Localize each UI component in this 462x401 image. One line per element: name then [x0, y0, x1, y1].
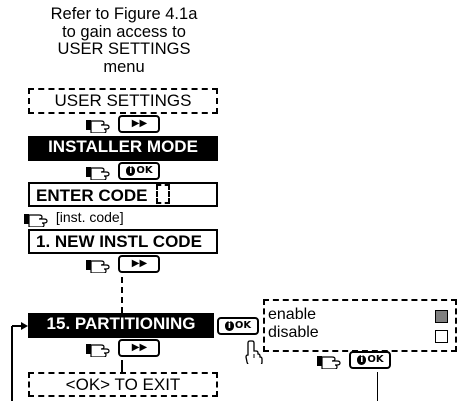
ok-to-exit-label: <OK> TO EXIT	[65, 375, 181, 394]
return-arrow	[11, 322, 28, 401]
option-connector-line	[377, 372, 378, 401]
press-hand-icon	[86, 120, 110, 133]
user-settings-step: USER SETTINGS	[28, 88, 218, 114]
new-instl-code-step: 1. NEW INSTL CODE	[28, 229, 218, 254]
next-key-row: ▶▶	[86, 255, 161, 275]
enter-code-step: ENTER CODE	[28, 182, 218, 207]
option-disable[interactable]: disable	[268, 324, 319, 341]
next-button[interactable]: ▶▶	[118, 339, 161, 357]
ok-to-exit-step: <OK> TO EXIT	[28, 372, 218, 397]
disable-swatch	[435, 330, 448, 343]
code-cursor-icon	[156, 184, 171, 204]
press-hand-icon	[317, 356, 341, 369]
intro-line: menu	[103, 57, 145, 76]
pointing-hand-icon	[245, 340, 263, 364]
intro-line: USER SETTINGS	[57, 40, 191, 58]
next-key-row: ▶▶	[86, 339, 161, 359]
new-instl-code-label: 1. NEW INSTL CODE	[36, 232, 202, 251]
intro-text: Refer to Figure 4.1a to gain access to U…	[20, 5, 228, 76]
press-hand-icon	[86, 344, 110, 357]
press-hand-icon	[86, 260, 110, 273]
enable-selected-swatch	[435, 310, 448, 323]
intro-line: Refer to Figure 4.1a	[50, 5, 198, 23]
next-button[interactable]: ▶▶	[118, 255, 161, 273]
next-button[interactable]: ▶▶	[118, 115, 161, 133]
partitioning-label: 15. PARTITIONING	[46, 314, 196, 333]
option-enable[interactable]: enable	[268, 306, 317, 323]
next-key-row: ▶▶	[86, 115, 161, 135]
partitioning-step: 15. PARTITIONING	[28, 313, 214, 338]
enter-code-label: ENTER CODE	[36, 186, 148, 205]
intro-line: to gain access to	[62, 22, 186, 41]
installer-mode-step: INSTALLER MODE	[28, 136, 218, 161]
installer-mode-label: INSTALLER MODE	[48, 137, 198, 156]
press-hand-icon	[24, 214, 48, 228]
user-settings-label: USER SETTINGS	[54, 91, 192, 110]
inst-code-note: [inst. code]	[55, 209, 124, 225]
press-hand-icon	[86, 167, 110, 180]
inst-code-row: [inst. code]	[24, 208, 124, 228]
dashed-connector	[121, 277, 123, 313]
options-box: enable disable	[263, 299, 457, 352]
dashed-connector	[121, 360, 123, 372]
